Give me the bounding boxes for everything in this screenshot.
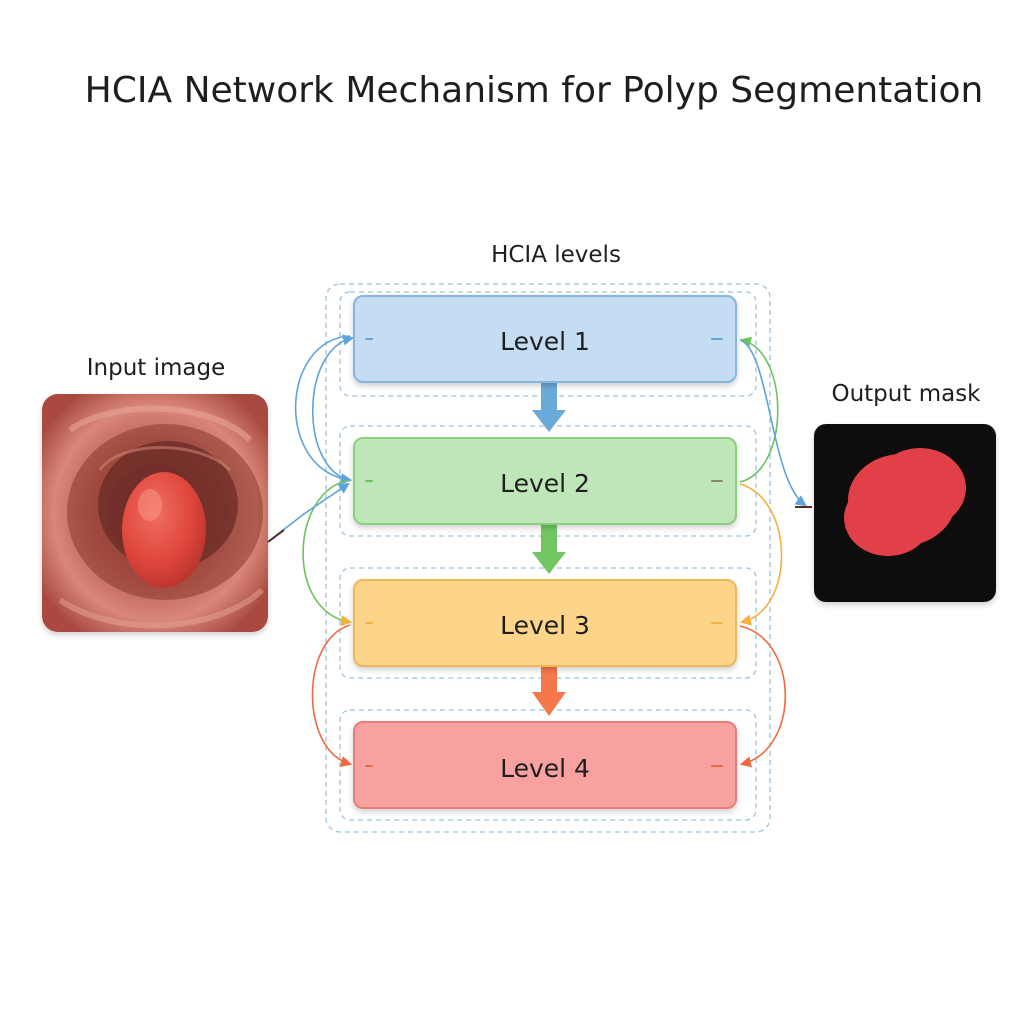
left-feedback-arrows <box>269 334 355 767</box>
polyp-highlight <box>138 489 162 521</box>
level-connectors <box>532 382 566 716</box>
level-box-2 <box>353 437 737 525</box>
group-label: HCIA levels <box>491 242 621 268</box>
diagram-title: HCIA Network Mechanism for Polyp Segment… <box>85 70 984 111</box>
right-feedback-arrows <box>739 336 807 768</box>
output-mask <box>814 424 996 602</box>
level-label-2: Level 2 <box>500 469 590 498</box>
level-label-3: Level 3 <box>500 611 590 640</box>
polyp <box>122 472 206 588</box>
port-ticks <box>365 338 723 767</box>
level-box-4 <box>353 721 737 809</box>
output-mask-label: Output mask <box>831 381 981 407</box>
input-image-label: Input image <box>87 355 226 381</box>
level-label-1: Level 1 <box>500 327 590 356</box>
level-box-3 <box>353 579 737 667</box>
level-label-4: Level 4 <box>500 754 590 783</box>
input-arrow-stub <box>267 529 285 543</box>
